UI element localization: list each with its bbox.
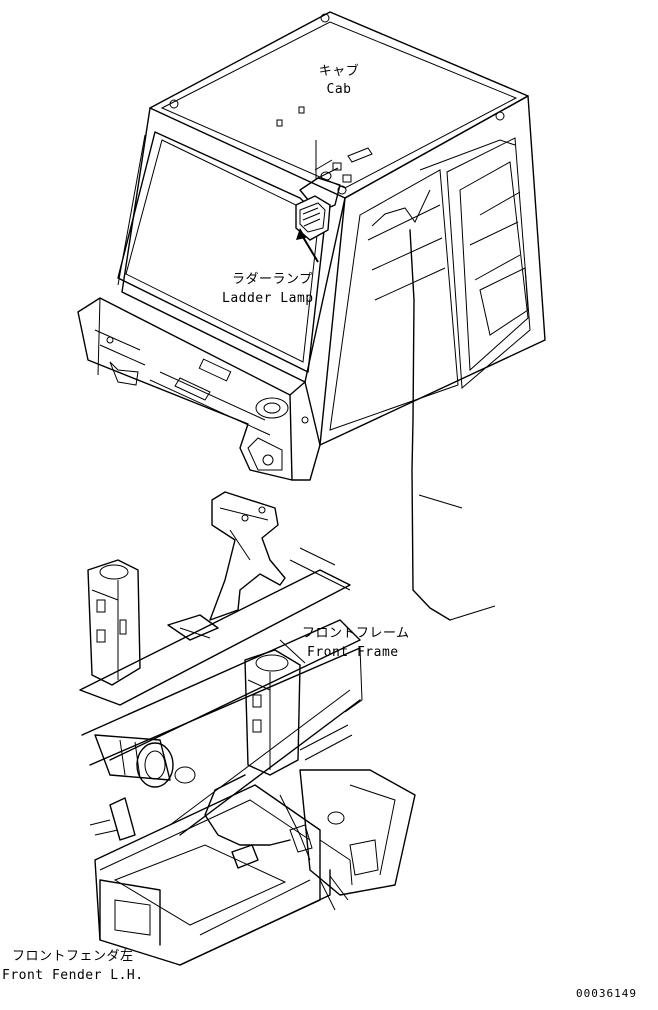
front-frame-label-jp: フロントフレーム bbox=[302, 626, 410, 641]
front-frame-label-en: Front Frame bbox=[307, 645, 399, 660]
ladder-lamp-label-en: Ladder Lamp bbox=[222, 291, 314, 306]
front-fender-label-en: Front Fender L.H. bbox=[2, 968, 144, 983]
leader-lines bbox=[279, 140, 496, 664]
frame-drawing bbox=[79, 491, 416, 966]
cab-drawing bbox=[77, 11, 546, 621]
cab-label-jp: キャブ bbox=[318, 64, 360, 79]
front-fender-label-jp: フロントフェンダ左 bbox=[12, 949, 134, 964]
cab-label-en: Cab bbox=[326, 82, 352, 97]
ladder-lamp-label-jp: ラダーランプ bbox=[232, 272, 313, 287]
drawing-number: 00036149 bbox=[576, 987, 637, 1000]
